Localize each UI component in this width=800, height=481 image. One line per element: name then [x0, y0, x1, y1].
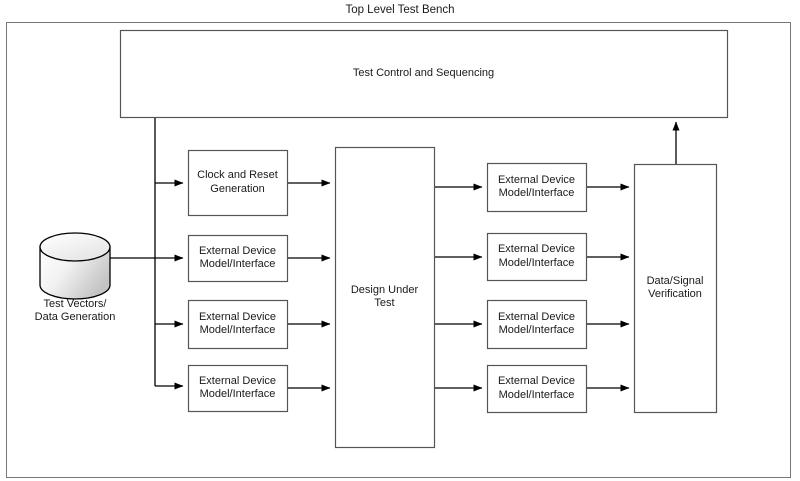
- box-shapes: [119, 29, 729, 449]
- box-external-device-right-2: [486, 232, 588, 282]
- box-external-device-right-1: [486, 162, 588, 213]
- box-external-device-right-3: [486, 299, 588, 350]
- outer-frame: [6, 22, 791, 478]
- box-external-device-left-4: [187, 364, 289, 413]
- box-design-under-test: [334, 146, 436, 449]
- box-external-device-left-3: [187, 299, 289, 350]
- cylinder-top-ellipse: [39, 232, 111, 262]
- box-test-control: [119, 29, 729, 119]
- box-external-device-left-2: [187, 234, 289, 283]
- box-clock-reset-generation: [187, 149, 289, 217]
- box-data-signal-verification: [633, 163, 718, 414]
- box-external-device-right-4: [486, 364, 588, 414]
- cylinder-shape: [39, 232, 111, 300]
